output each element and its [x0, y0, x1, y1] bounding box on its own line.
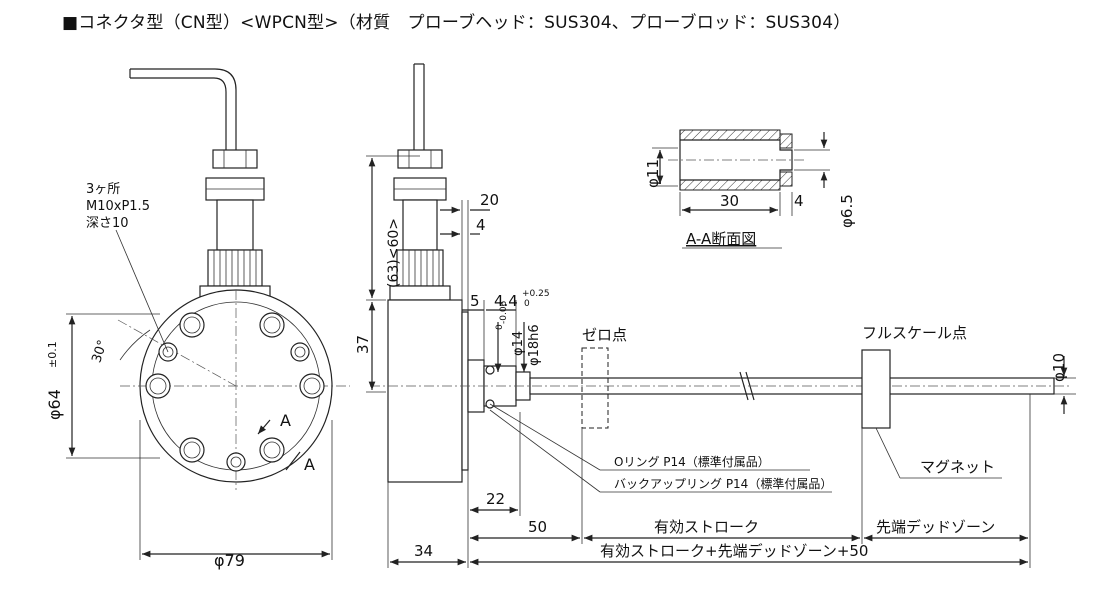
- dim-inner-tol: ±0.1: [46, 341, 59, 368]
- front-view: 3ヶ所 M10xP1.5 深さ10 30° φ64 ±0.1 φ79 A A: [45, 68, 350, 570]
- label-deadzone: 先端デッドゾーン: [876, 518, 995, 536]
- dim-22: 22: [486, 490, 505, 508]
- label-stroke: 有効ストローク: [654, 518, 759, 536]
- side-view: (63)<60> 37 20 4 5 4.4 +0.25 0 φ14 0 -0.…: [354, 63, 1076, 568]
- dim-dia14-tol-upper: 0: [495, 324, 505, 330]
- section-mark-a2: A: [304, 455, 315, 474]
- note-depth: 深さ10: [86, 216, 129, 231]
- label-fullscale-point: フルスケール点: [862, 324, 967, 342]
- side-knurl-lines: [402, 250, 440, 286]
- dim-4-section: 4: [794, 192, 804, 210]
- knurl-lines: [213, 250, 257, 286]
- dim-37: 37: [354, 335, 372, 354]
- page-title: ■コネクタ型（CN型）<WPCN型>（材質 プローブヘッド：SUS304、プロー…: [62, 13, 851, 33]
- label-zero-point: ゼロ点: [582, 326, 627, 344]
- dim-5: 5: [470, 292, 480, 310]
- dim-50: 50: [528, 518, 547, 536]
- dim-4-4-tol-lower: 0: [524, 299, 530, 309]
- dim-connector: (63)<60>: [386, 218, 402, 288]
- dim-dia6-5: φ6.5: [838, 194, 856, 228]
- dim-dia10: φ10: [1050, 353, 1068, 382]
- note-count: 3ヶ所: [86, 182, 120, 197]
- label-magnet: マグネット: [920, 458, 995, 476]
- label-oring: Oリング P14（標準付属品）: [614, 454, 770, 469]
- dim-dia14: φ14: [511, 331, 526, 356]
- dim-20: 20: [480, 191, 499, 209]
- dim-34: 34: [414, 542, 433, 560]
- dim-outer-dia: φ79: [214, 551, 245, 570]
- section-caption: A-A断面図: [686, 230, 756, 248]
- dim-dia11: φ11: [644, 159, 662, 188]
- note-thread: M10xP1.5: [86, 199, 150, 214]
- dim-dia18: φ18h6: [527, 324, 542, 366]
- label-total: 有効ストローク+先端デッドゾーン+50: [600, 542, 868, 560]
- label-backup-ring: バックアップリング P14（標準付属品）: [614, 476, 832, 491]
- dim-4: 4: [476, 216, 486, 234]
- dim-4-4: 4.4: [494, 292, 518, 310]
- section-mark-a1: A: [280, 411, 291, 430]
- dim-4-4-tol-upper: +0.25: [522, 289, 550, 299]
- section-view: φ11 30 4 φ6.5 A-A断面図: [644, 129, 856, 249]
- dim-dia14-tol-lower: -0.06: [499, 300, 509, 324]
- dim-inner-dia: φ64: [45, 389, 64, 420]
- dim-30: 30: [720, 192, 739, 210]
- angle-label: 30°: [89, 338, 110, 365]
